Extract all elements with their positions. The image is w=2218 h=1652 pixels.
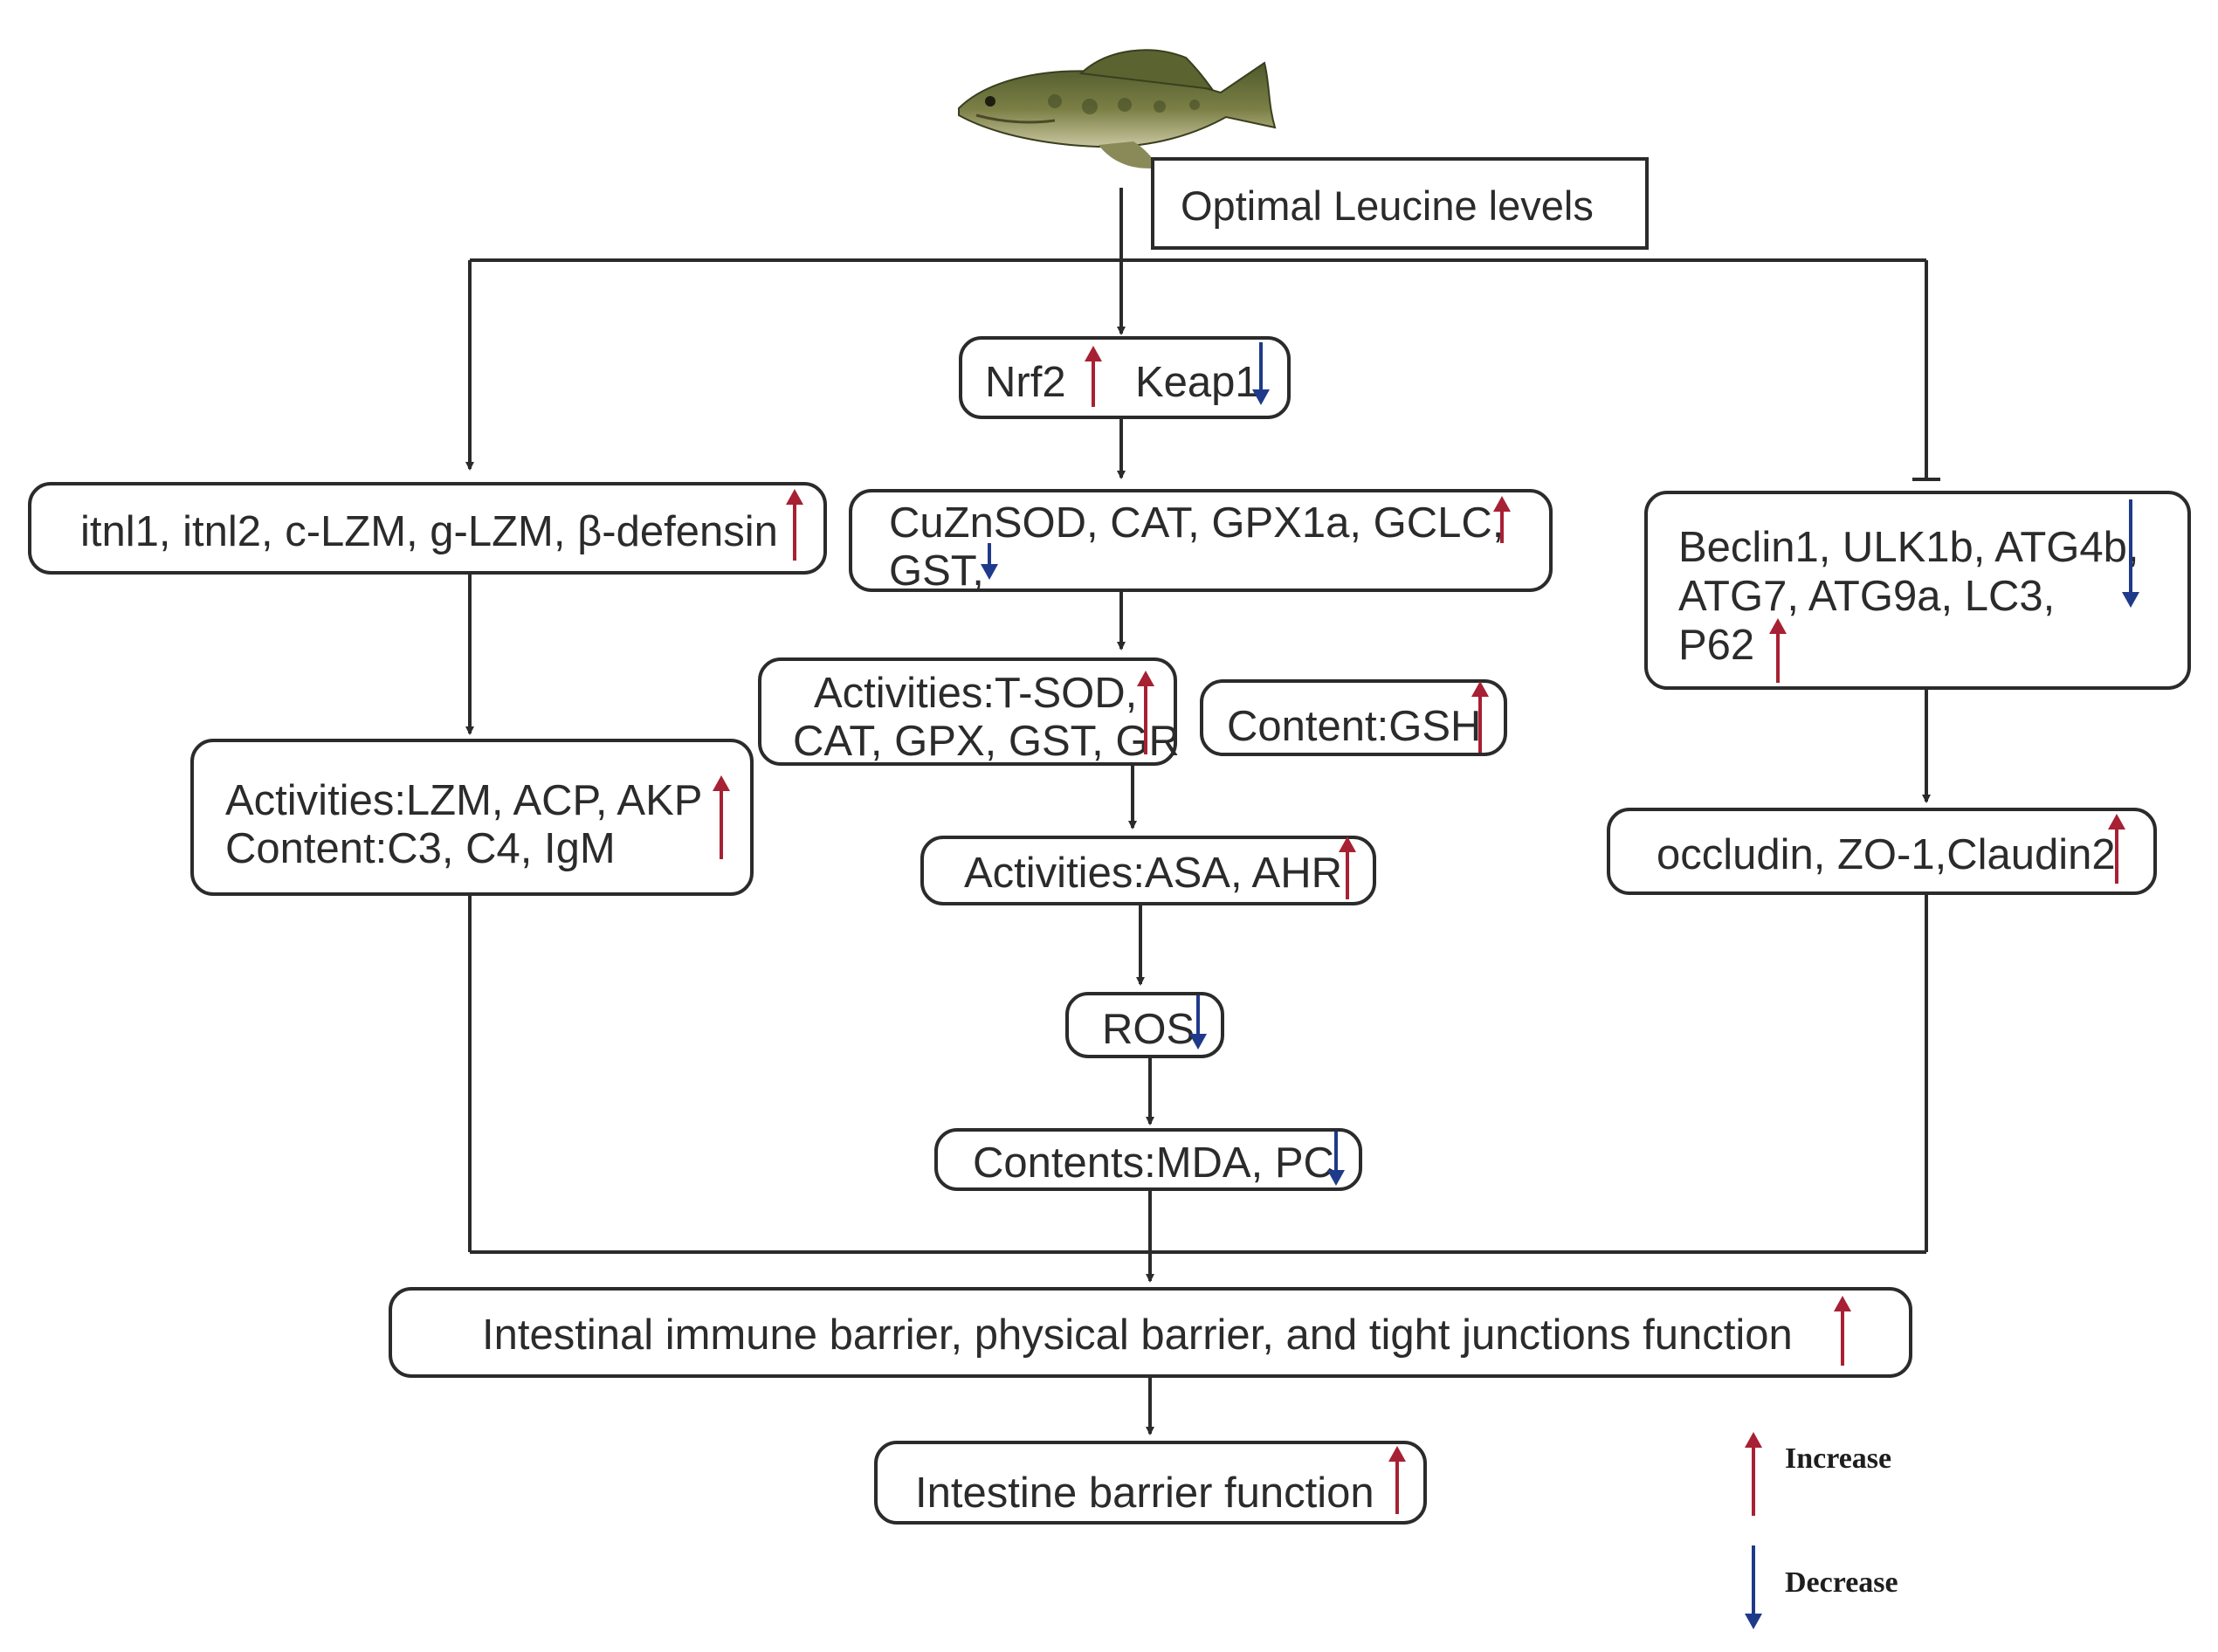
keap1-label: Keap1 bbox=[1135, 359, 1259, 406]
immune-activities-up-arrow bbox=[713, 775, 730, 859]
intestine-function-up-arrow bbox=[1388, 1446, 1406, 1514]
nrf2-keap1-box bbox=[959, 336, 1291, 419]
antioxidant-genes-box bbox=[849, 489, 1553, 592]
mda-pc-label: Contents:MDA, PC bbox=[973, 1139, 1334, 1187]
intestinal-barrier-box bbox=[389, 1287, 1912, 1378]
optimal-leucine-label: Optimal Leucine levels bbox=[1181, 182, 1594, 229]
asa-ahr-label: Activities:ASA, AHR bbox=[964, 850, 1342, 897]
intestinal-barrier-label: Intestinal immune barrier, physical barr… bbox=[482, 1311, 1793, 1359]
immune-activities-box bbox=[190, 739, 754, 896]
tight-junction-up-arrow bbox=[2108, 814, 2125, 884]
intestine-barrier-function-label: Intestine barrier function bbox=[915, 1470, 1374, 1517]
autophagy-genes-box bbox=[1644, 491, 2191, 690]
legend-increase-arrow bbox=[1745, 1432, 1762, 1516]
content-gsh-box bbox=[1200, 679, 1507, 756]
mda-pc-down-arrow bbox=[1327, 1132, 1345, 1186]
ros-down-arrow bbox=[1189, 995, 1207, 1050]
asa-ahr-box bbox=[920, 836, 1376, 905]
intestine-barrier-function-box bbox=[874, 1441, 1427, 1525]
mda-pc-box bbox=[934, 1128, 1362, 1191]
enzyme-activities-box bbox=[758, 657, 1177, 766]
immune-genes-label: itnl1, itnl2, c-LZM, g-LZM, β-defensin bbox=[80, 508, 778, 555]
nrf2-label: Nrf2 bbox=[985, 359, 1066, 406]
p62-up-arrow bbox=[1769, 618, 1787, 683]
immune-activities-line2: Content:C3, C4, IgM bbox=[225, 825, 616, 872]
antioxidant-genes-line2: GST, bbox=[889, 547, 984, 595]
enzyme-activities-up-arrow bbox=[1137, 671, 1154, 754]
nrf2-up-arrow bbox=[1085, 346, 1102, 407]
autophagy-genes-line3: P62 bbox=[1678, 622, 1755, 669]
gsh-up-arrow bbox=[1471, 681, 1489, 753]
immune-activities-line1: Activities:LZM, ACP, AKP bbox=[225, 777, 703, 824]
autophagy-genes-line1: Beclin1, ULK1b, ATG4b, bbox=[1678, 524, 2139, 571]
antioxidant-genes-line1: CuZnSOD, CAT, GPX1a, GCLC, bbox=[889, 499, 1505, 547]
enzyme-activities-line1: Activities:T-SOD, bbox=[814, 670, 1138, 717]
gst-down-arrow bbox=[981, 543, 998, 580]
autophagy-down-arrow bbox=[2122, 499, 2139, 608]
antioxidant-genes-up-arrow bbox=[1493, 496, 1511, 543]
immune-genes-box bbox=[28, 482, 827, 575]
legend-decrease-label: Decrease bbox=[1785, 1566, 1898, 1599]
legend-decrease-arrow bbox=[1745, 1545, 1762, 1629]
ros-label: ROS bbox=[1102, 1006, 1195, 1053]
tight-junction-label: occludin, ZO-1,Claudin2 bbox=[1657, 831, 2116, 878]
intestinal-barrier-up-arrow bbox=[1834, 1296, 1851, 1366]
immune-genes-up-arrow bbox=[786, 489, 803, 561]
content-gsh-label: Content:GSH bbox=[1227, 703, 1482, 750]
keap1-down-arrow bbox=[1252, 342, 1270, 405]
optimal-leucine-box bbox=[1151, 157, 1649, 250]
legend-increase-label: Increase bbox=[1785, 1442, 1892, 1475]
autophagy-genes-line2: ATG7, ATG9a, LC3, bbox=[1678, 573, 2056, 620]
fish-icon bbox=[958, 49, 1277, 169]
tight-junction-box bbox=[1607, 808, 2157, 895]
asa-ahr-up-arrow bbox=[1339, 836, 1356, 899]
enzyme-activities-line2: CAT, GPX, GST, GR bbox=[793, 718, 1180, 765]
